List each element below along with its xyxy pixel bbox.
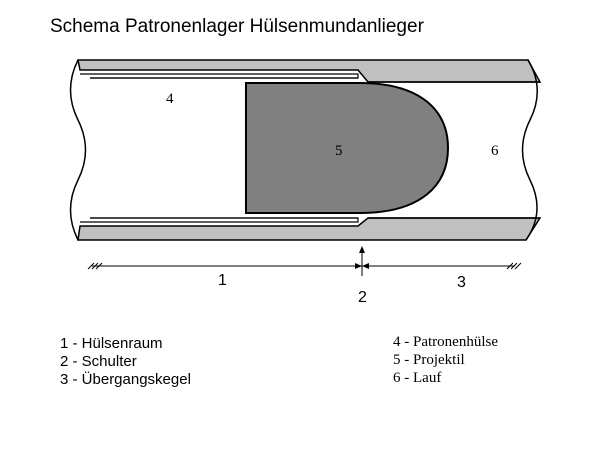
legend-item-chamber: 1 - Hülsenraum <box>60 335 163 352</box>
label-casing: 4 <box>166 91 174 107</box>
arrowhead-left <box>355 263 362 269</box>
legend-item-casing: 4 - Patronenhülse <box>393 334 498 350</box>
shoulder-pointer-arrowhead <box>359 246 365 253</box>
label-barrel: 6 <box>491 143 499 159</box>
arrowhead-right <box>362 263 369 269</box>
dimension-label-chamber: 1 <box>218 272 227 289</box>
legend-item-transition-cone: 3 - Übergangskegel <box>60 371 191 388</box>
cartridge-casing <box>80 73 359 223</box>
legend-right: 4 - Patronenhülse 5 - Projektil 6 - Lauf <box>393 333 498 387</box>
barrel-wall-top <box>77 59 542 83</box>
legend-item-shoulder: 2 - Schulter <box>60 353 137 370</box>
projectile <box>245 82 450 214</box>
diagram-title: Schema Patronenlager Hülsenmundanlieger <box>50 16 424 37</box>
barrel-wall-bottom <box>77 217 542 241</box>
label-projectile: 5 <box>335 143 343 159</box>
legend-item-projectile: 5 - Projektil <box>393 352 465 368</box>
legend-item-barrel: 6 - Lauf <box>393 370 442 386</box>
dimension-break-left <box>87 262 103 270</box>
right-break-curve <box>521 59 538 241</box>
dimension-label-shoulder: 2 <box>358 289 367 306</box>
legend-left: 1 - Hülsenraum 2 - Schulter 3 - Übergang… <box>60 335 191 389</box>
left-break-curve <box>69 59 87 241</box>
dimension-break-right <box>506 262 522 270</box>
dimension-label-transition-cone: 3 <box>457 274 466 291</box>
